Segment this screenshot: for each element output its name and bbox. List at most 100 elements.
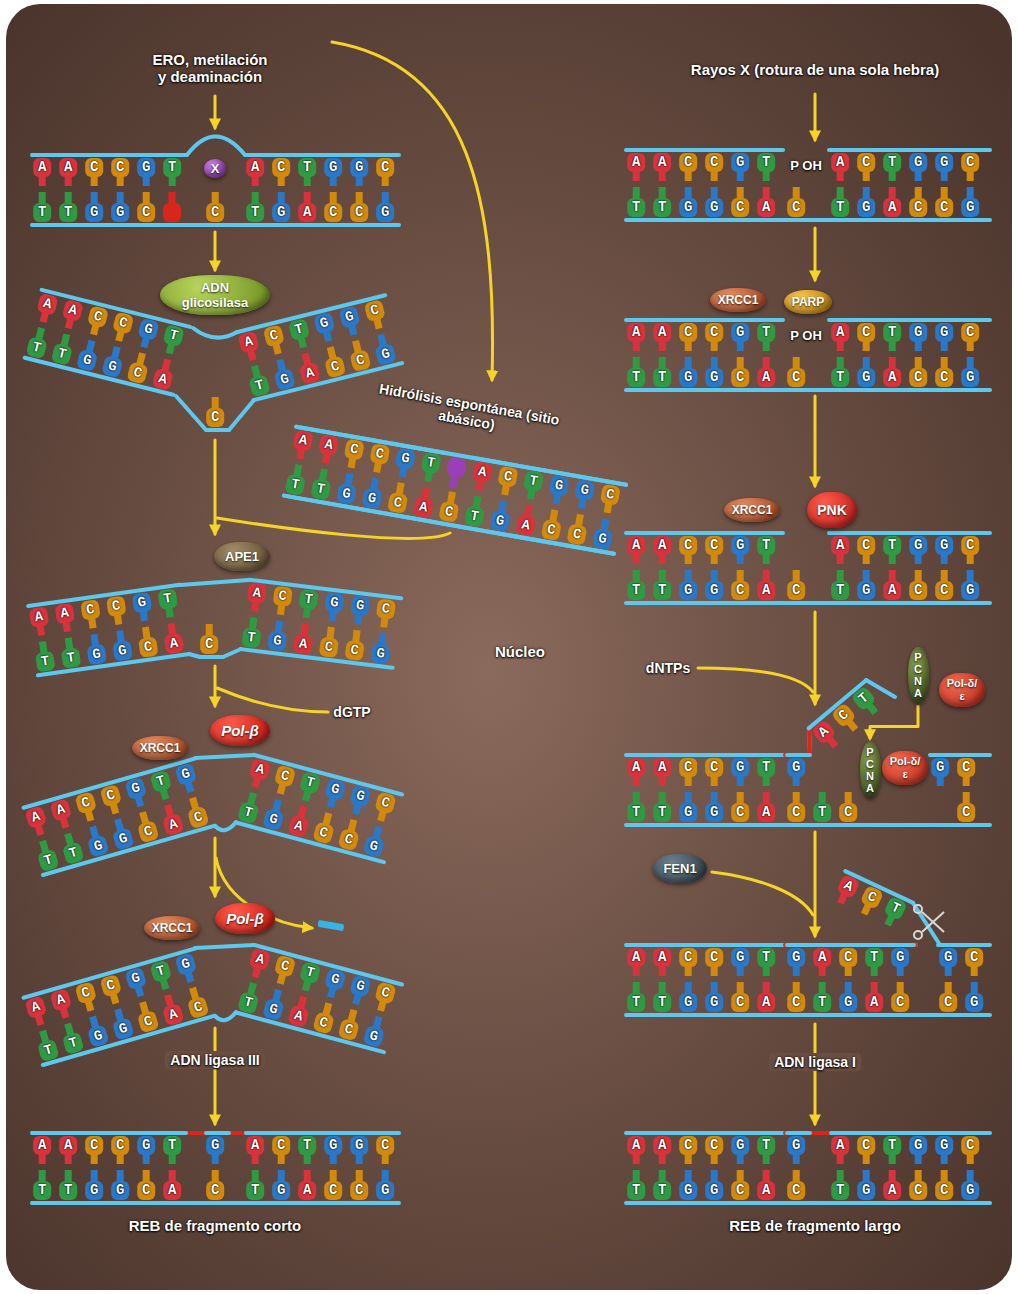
dna-strand: A C T G G C [250, 577, 406, 633]
dna-backbone [626, 388, 990, 392]
dna-sequence: C T G A C [792, 993, 909, 1012]
dna-backbone [627, 1201, 780, 1205]
dna-backbone [939, 943, 988, 947]
enzyme-blob: PNK [807, 492, 857, 528]
new-dna-segment [785, 943, 916, 947]
dna-backbone [831, 218, 984, 222]
dna-base [200, 624, 218, 654]
annotation-label: REB de fragmento largo [729, 1217, 901, 1234]
base-body [787, 1181, 805, 1200]
dna-backbone [626, 823, 990, 827]
dna-base [957, 792, 975, 822]
dna-sequence: T T G G C A [38, 1181, 181, 1200]
annotation-label: dGTP [333, 704, 370, 720]
dna-strand: A A C C G T [632, 317, 785, 355]
dna-strand: A A C C G T [632, 530, 785, 568]
dna-backbone [206, 428, 229, 432]
dna-sequence: T T G G C A [632, 368, 775, 387]
dna-backbone [32, 137, 990, 1204]
dna-sequence: T G A C C G [836, 368, 979, 387]
dna-sequence: A C T G G C [836, 323, 979, 342]
enzyme-name: Pol-β [226, 910, 264, 927]
dna-strand: T G A C C G [251, 190, 404, 228]
dna-strand: C [792, 568, 815, 606]
dna-backbone [831, 531, 984, 535]
dna-sequence: A A C C G T [38, 1136, 181, 1155]
damage-marker: X [204, 159, 227, 178]
dna-strand: T T G G C A [632, 790, 785, 828]
dna-backbone [831, 388, 984, 392]
dna-sequence: C T C [792, 803, 857, 822]
dna-backbone [627, 531, 780, 535]
dna-sequence: G [792, 1136, 805, 1155]
dna-strand: A A C C G T [38, 1130, 191, 1168]
annotation-label: REB de fragmento corto [129, 1217, 302, 1234]
dna-sequence: G A C T G [792, 948, 909, 967]
annotation-label: ERO, metilación y deaminación [150, 51, 271, 86]
dna-backbone [626, 531, 783, 535]
dna-backbone [33, 1201, 186, 1205]
dna-strand: T T G G C A [632, 185, 785, 223]
annotation-label: dNTPs [646, 660, 690, 676]
dna-sequence: A C T G G C [251, 1136, 394, 1155]
dna-base [206, 192, 224, 222]
dna-backbone [206, 1201, 229, 1205]
base-body [787, 198, 805, 217]
dna-strand: A C T G G C [836, 530, 989, 568]
dna-sequence: C [792, 581, 805, 600]
dna-backbone [246, 1131, 399, 1135]
enzyme-name: XRCC1 [140, 741, 181, 755]
enzyme-name: X [211, 161, 220, 176]
dna-backbone [627, 943, 780, 947]
reaction-arrows [217, 518, 450, 538]
reaction-arrows [814, 832, 817, 936]
abasic-site [449, 473, 458, 488]
enzyme-blob: FEN1 [653, 854, 706, 883]
dna-backbone [787, 1013, 914, 1017]
dna-strand: T G A C C G [836, 185, 989, 223]
base-body [206, 408, 224, 427]
dna-strand: A C T G G C [836, 1130, 989, 1168]
dna-sequence: C G [944, 993, 983, 1012]
dna-sequence: T T G G C A [632, 581, 775, 600]
base-body [957, 803, 975, 822]
dna-backbone [206, 223, 229, 227]
dna-strand: C T C [792, 790, 867, 828]
dna-backbone [627, 388, 780, 392]
dna-sequence: T T G G C A [632, 803, 775, 822]
dna-backbone [246, 1201, 399, 1205]
dna-sequence: A C T G G C [476, 462, 620, 506]
base-body [787, 368, 805, 387]
dna-strand: A C T [811, 675, 893, 752]
dna-sequence: T G A C C G [836, 198, 979, 217]
base-body [787, 1136, 805, 1155]
dna-backbone [626, 753, 810, 757]
base-body [200, 635, 218, 654]
enzyme-blob: XRCC1 [144, 916, 201, 940]
dna-strand: T G A C C G [251, 1168, 404, 1206]
dna-backbone [931, 753, 980, 757]
dna-strand: G [211, 1130, 234, 1168]
dna-backbone [626, 601, 990, 605]
dna-backbone [296, 427, 626, 485]
base-body [787, 758, 805, 777]
dna-strand: C [211, 1168, 234, 1206]
enzyme-name: XRCC1 [718, 293, 759, 307]
enzyme-name: Pol-δ/ε [944, 677, 979, 702]
dna-strand: A C T G G C [836, 317, 989, 355]
dna-backbone [829, 531, 990, 535]
dna-backbone [939, 1013, 988, 1017]
dna-backbone [246, 223, 399, 227]
dna-backbone [626, 1201, 990, 1205]
enzyme-blob: PARP [784, 290, 832, 314]
base-body [206, 203, 224, 222]
enzyme-name: PCNA [913, 651, 924, 699]
annotation-label: Rayos X (rotura de una sola hebra) [691, 61, 939, 78]
dna-backbone [33, 1131, 186, 1135]
dna-backbone [829, 148, 990, 152]
dna-strand: C [211, 190, 234, 228]
dna-backbone [831, 318, 984, 322]
dna-backbone [627, 753, 780, 757]
dna-sequence: T G A C C G [836, 1181, 979, 1200]
